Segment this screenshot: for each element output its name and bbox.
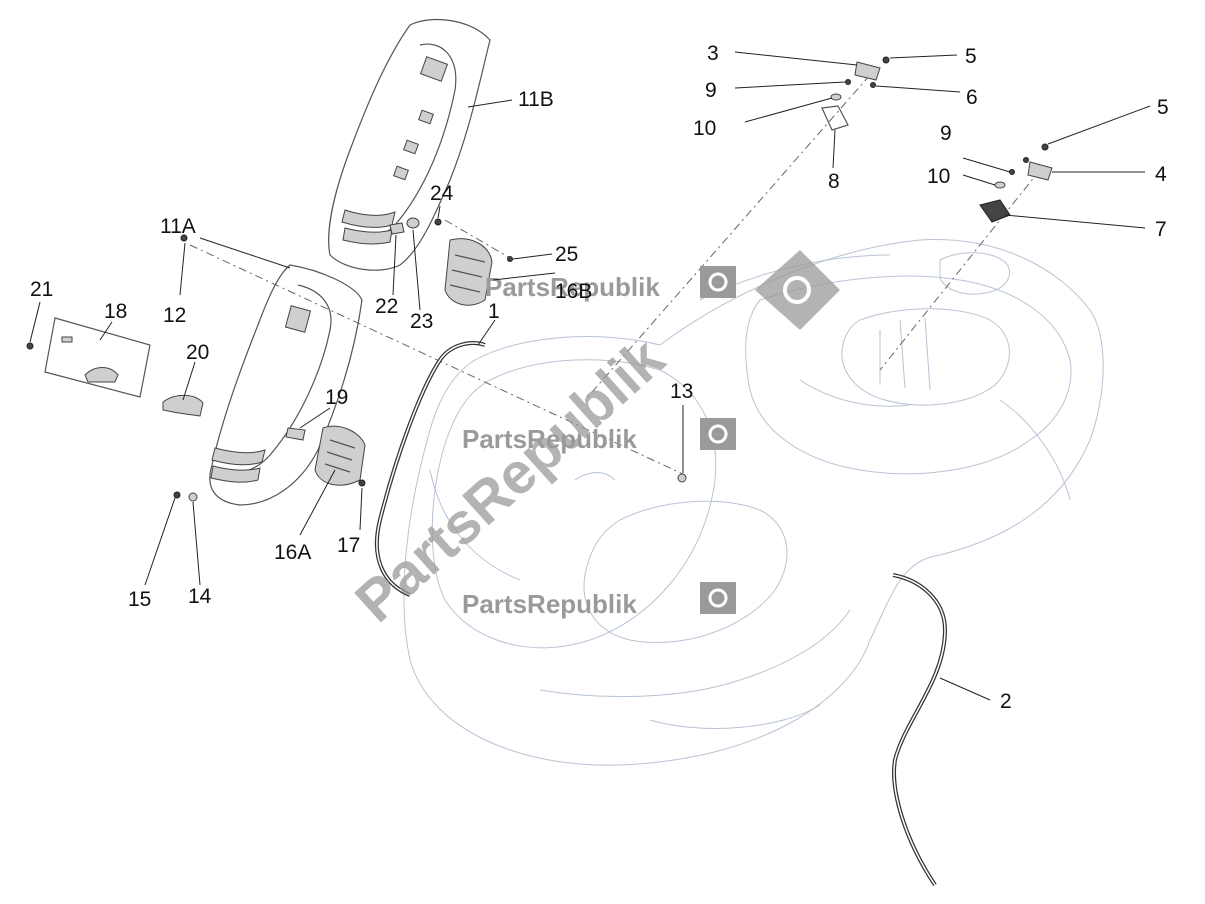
watermark-brand-bottom: PartsRepublik [462, 589, 637, 619]
callout-22: 22 [375, 295, 398, 318]
callout-19: 19 [325, 386, 348, 409]
part-18-license-plate-holder [44, 317, 151, 398]
watermark-brand-top: PartsRepublik [485, 272, 660, 302]
scooter-body-frame [403, 239, 1104, 766]
watermark-group: PartsRepublik PartsRepublik PartsRepubli… [343, 250, 840, 635]
callout-24: 24 [430, 182, 454, 205]
callout-13: 13 [670, 380, 693, 403]
callout-labels: 1 2 3 4 5 5 6 7 8 9 9 10 10 11A 11B 12 1… [30, 42, 1169, 713]
part-19-clip [285, 427, 306, 441]
part-11a-front-cover [209, 264, 363, 506]
part-16b-grille [444, 238, 493, 306]
assembly-lines [189, 74, 1041, 476]
part-16a-grille [314, 425, 366, 486]
callout-7: 7 [1155, 218, 1167, 241]
callout-11b: 11B [518, 88, 554, 111]
callout-11a: 11A [160, 215, 196, 238]
leader-lines [29, 51, 1151, 701]
callout-8: 8 [828, 170, 840, 193]
callout-3: 3 [707, 42, 719, 65]
part-20-bracket [162, 394, 204, 417]
watermark-brand-middle: PartsRepublik [462, 424, 637, 454]
callout-5-right: 5 [1157, 96, 1169, 119]
callout-23: 23 [410, 310, 433, 333]
callout-12: 12 [163, 304, 186, 327]
callout-15: 15 [128, 588, 151, 611]
part-11b-horn-cover [328, 19, 491, 271]
callout-21: 21 [30, 278, 53, 301]
callout-16a: 16A [274, 541, 311, 564]
callout-5-top: 5 [965, 45, 977, 68]
callout-20: 20 [186, 341, 209, 364]
callout-9-right: 9 [940, 122, 952, 145]
callout-4: 4 [1155, 163, 1167, 186]
callout-1: 1 [488, 300, 500, 323]
part-2-long-trim [892, 573, 948, 887]
small-hardware [26, 56, 1053, 502]
callout-25: 25 [555, 243, 578, 266]
callout-10-right: 10 [927, 165, 950, 188]
callout-6: 6 [966, 86, 978, 109]
part-1-edge-trim [374, 341, 486, 597]
callout-18: 18 [104, 300, 127, 323]
callout-17: 17 [337, 534, 360, 557]
gear-icon [700, 250, 840, 614]
callout-2: 2 [1000, 690, 1012, 713]
callout-10-left: 10 [693, 117, 716, 140]
callout-9-left: 9 [705, 79, 717, 102]
callout-14: 14 [188, 585, 212, 608]
callout-16b: 16B [555, 280, 592, 303]
